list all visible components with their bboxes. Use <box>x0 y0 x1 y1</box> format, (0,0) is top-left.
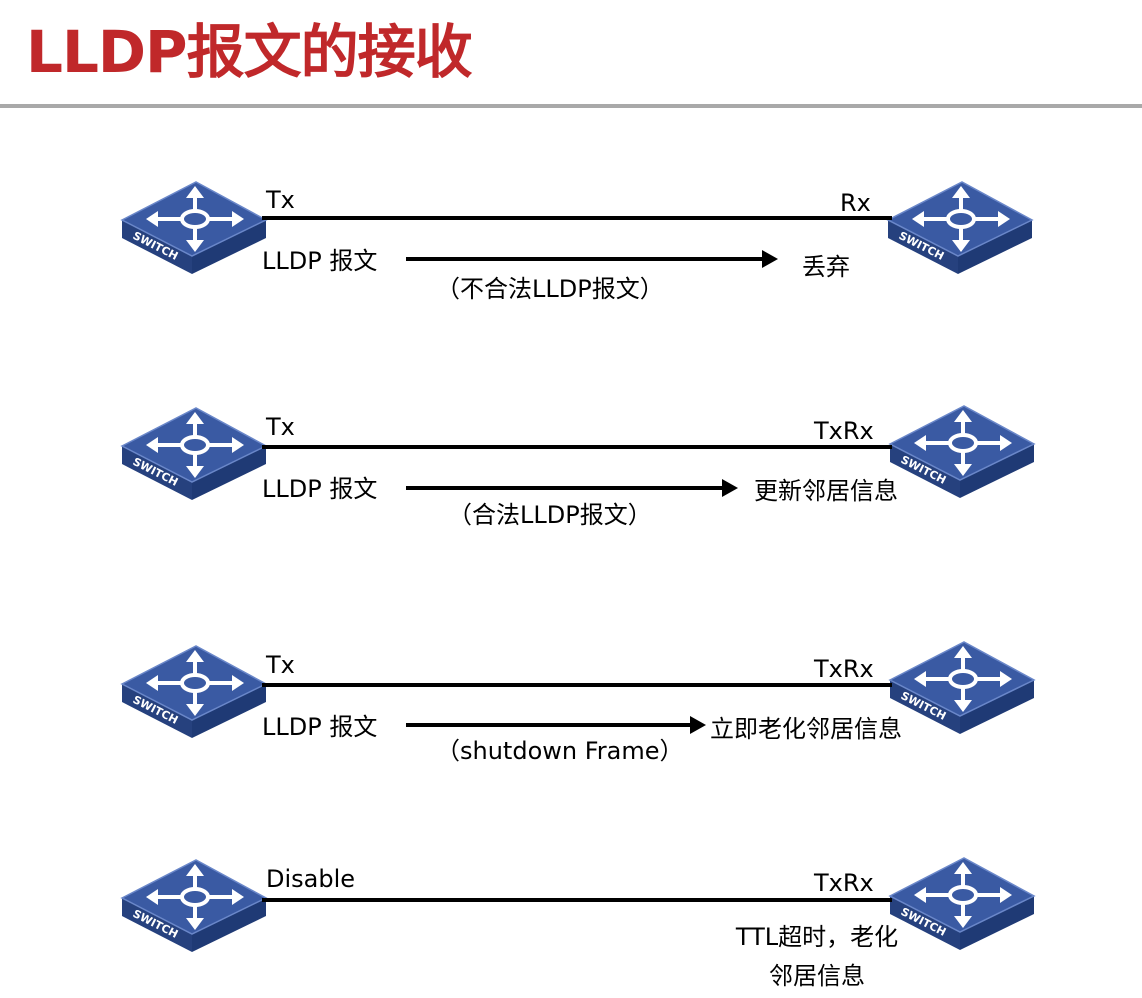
message-arrow <box>406 250 778 268</box>
switch-right <box>886 162 1036 274</box>
switch-icon <box>120 388 270 500</box>
result-label: 更新邻居信息 <box>754 477 898 505</box>
scenario-disable-ttl-timeout: Disable TxRx TTL超时，老化 邻居信息 <box>0 832 1142 992</box>
left-port-label: Tx <box>266 413 295 441</box>
switch-icon <box>886 162 1036 274</box>
link-line <box>262 683 892 687</box>
switch-icon <box>120 840 270 952</box>
note-label: （shutdown Frame） <box>436 737 684 765</box>
arrow-head-icon <box>690 716 706 734</box>
switch-left <box>120 840 270 952</box>
message-label: LLDP 报文 <box>262 713 378 741</box>
left-port-label: Tx <box>266 651 295 679</box>
switch-icon <box>888 386 1038 498</box>
right-port-label: Rx <box>840 189 871 217</box>
right-port-label: TxRx <box>814 655 874 683</box>
switch-right <box>888 386 1038 498</box>
note-label: （不合法LLDP报文） <box>436 275 664 303</box>
result-label-line2: 邻居信息 <box>769 962 865 990</box>
scenario-valid-frame: Tx TxRx LLDP 报文 更新邻居信息 （合法LLDP报文） <box>0 378 1142 538</box>
page-title: LLDP报文的接收 <box>26 18 473 86</box>
left-port-label: Tx <box>266 186 295 214</box>
switch-left <box>120 626 270 738</box>
switch-right <box>888 622 1038 734</box>
switch-icon <box>120 626 270 738</box>
switch-icon <box>120 162 270 274</box>
switch-left <box>120 162 270 274</box>
switch-left <box>120 388 270 500</box>
scenario-shutdown-frame: Tx TxRx LLDP 报文 立即老化邻居信息 （shutdown Frame… <box>0 616 1142 776</box>
arrow-head-icon <box>722 479 738 497</box>
result-label: 丢弃 <box>802 253 850 281</box>
message-arrow <box>406 479 738 497</box>
message-arrow <box>406 716 706 734</box>
right-port-label: TxRx <box>814 417 874 445</box>
link-line <box>262 898 892 902</box>
message-label: LLDP 报文 <box>262 247 378 275</box>
message-label: LLDP 报文 <box>262 475 378 503</box>
result-label-line1: TTL超时，老化 <box>735 923 899 951</box>
link-line <box>262 445 892 449</box>
link-line <box>262 216 892 220</box>
arrow-head-icon <box>762 250 778 268</box>
left-port-label: Disable <box>266 865 356 893</box>
result-label: 立即老化邻居信息 <box>710 715 902 743</box>
switch-icon <box>888 622 1038 734</box>
title-divider <box>0 104 1142 108</box>
right-port-label: TxRx <box>814 869 874 897</box>
note-label: （合法LLDP报文） <box>448 501 652 529</box>
scenario-invalid-frame: Tx Rx LLDP 报文 丢弃 （不合法LLDP报文） <box>0 150 1142 310</box>
